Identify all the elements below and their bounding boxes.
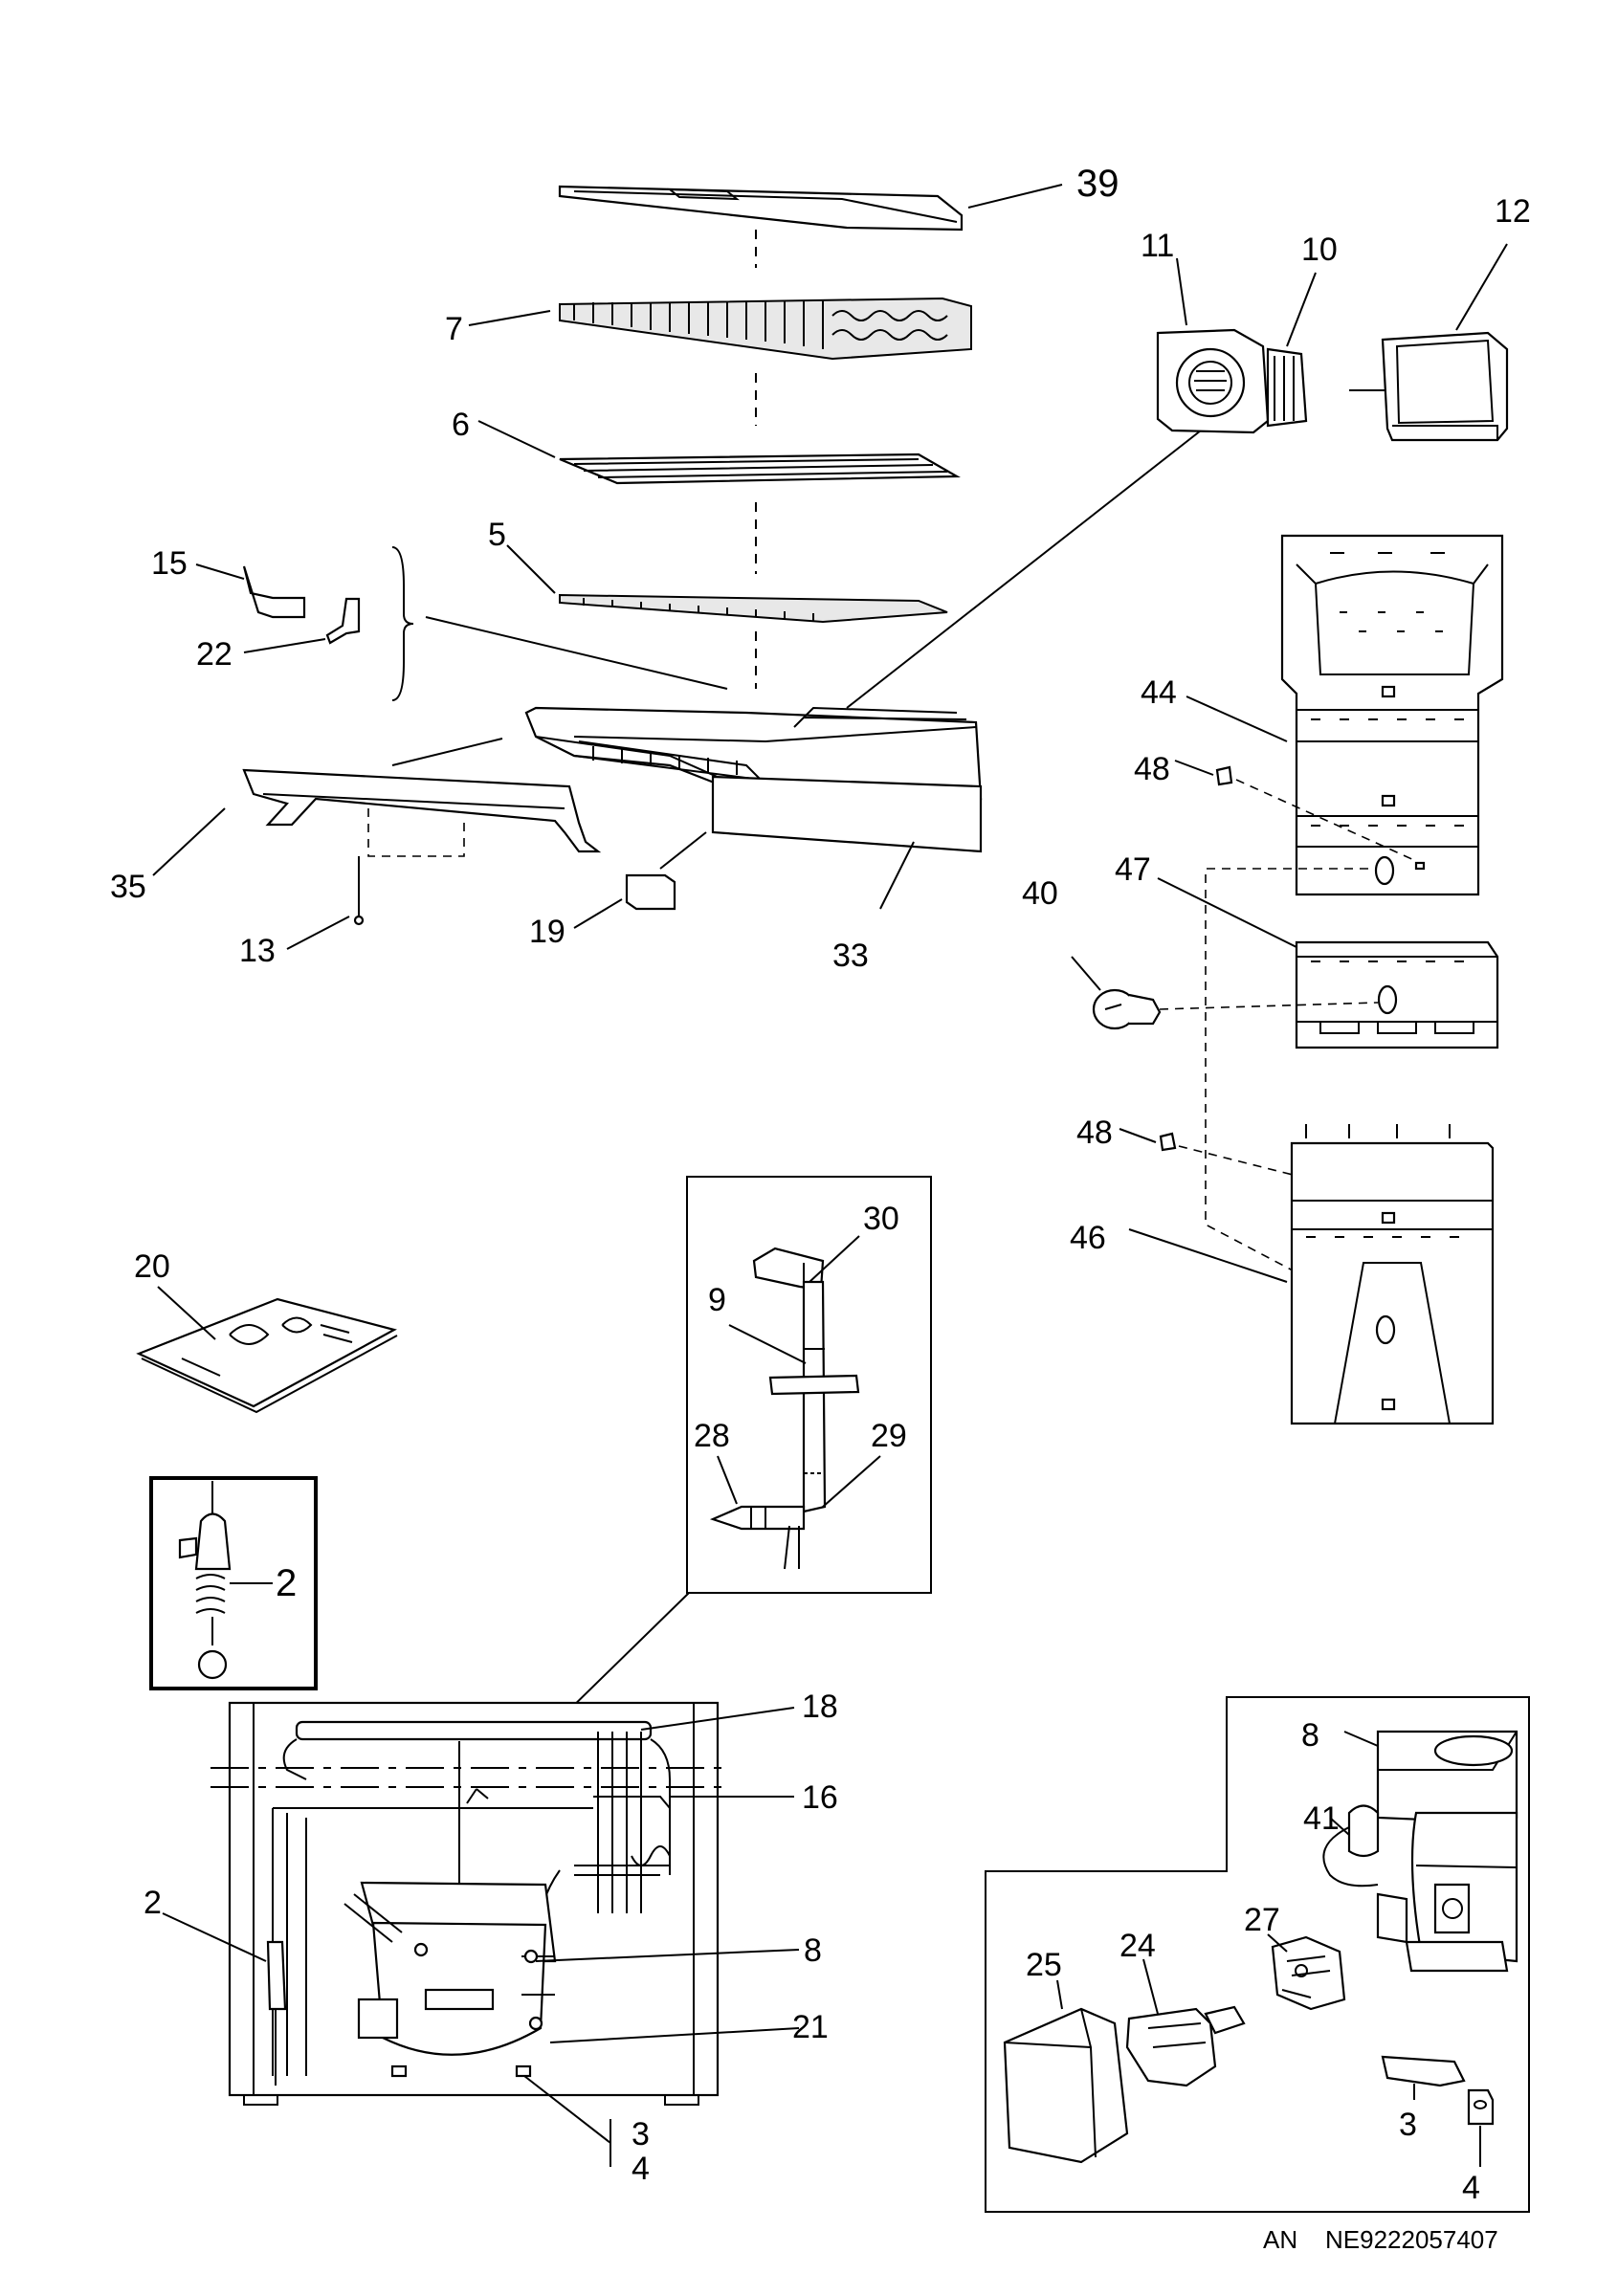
part-10-fan-motor [1266,272,1317,428]
part-13-screw [286,856,365,950]
footer-code: AN NE9222057407 [1263,2225,1498,2254]
callout-15: 15 [151,545,188,582]
callout-41: 41 [1303,1800,1340,1837]
inset-compressor-parts [985,1696,1530,2213]
callout-2: 2 [144,1885,162,1921]
callout-21: 21 [792,2009,829,2045]
part-33-panel [711,775,983,910]
callout-19: 19 [529,914,565,950]
part-44-rear-panel [1186,534,1504,896]
callout-16: 16 [802,1779,838,1816]
callout-48-b: 48 [1076,1115,1113,1151]
callout-48-a: 48 [1134,751,1170,787]
callout-10: 10 [1301,232,1338,268]
callout-27: 27 [1244,1902,1280,1938]
callout-28: 28 [694,1418,730,1454]
part-11-fan-shroud [1156,257,1270,434]
callout-2-inset: 2 [276,1562,297,1604]
callout-44: 44 [1141,674,1177,711]
callout-46: 46 [1070,1220,1106,1256]
part-cabinet-rear [162,1701,800,2167]
callout-20: 20 [134,1248,170,1285]
callout-3-right: 3 [1399,2107,1417,2143]
callout-5: 5 [488,517,506,553]
callout-35: 35 [110,869,146,905]
callout-8: 8 [804,1932,822,1969]
part-6-wire-rack [477,420,961,485]
callout-3: 3 [632,2116,650,2152]
callout-22: 22 [196,636,233,673]
callout-18: 18 [802,1689,838,1725]
callout-30: 30 [863,1201,899,1237]
part-15-clip [195,563,306,619]
part-12-fan-bracket [1381,243,1509,442]
part-48-clip-a [1174,760,1233,786]
part-20-manual [136,1286,398,1414]
group-bracket [391,546,414,701]
part-48-clip-b [1119,1128,1177,1152]
callout-33: 33 [832,938,869,974]
callout-6: 6 [452,407,470,443]
callout-4: 4 [632,2151,650,2187]
inset-drier-assembly [686,1176,932,1594]
callout-47: 47 [1115,851,1151,888]
part-7-evaporator [468,297,972,361]
callout-29: 29 [871,1418,907,1454]
callout-39: 39 [1076,163,1119,205]
callout-11: 11 [1141,228,1174,264]
part-19-block [573,831,707,929]
callout-24: 24 [1119,1928,1156,1964]
callout-9: 9 [708,1282,726,1318]
part-22-bracket [243,597,361,653]
callout-13: 13 [239,933,276,969]
part-39-top-cover [558,184,1063,232]
part-47-panel [1157,877,1499,1049]
part-35-rail [152,768,602,876]
part-40-knob [1071,956,1162,1030]
callout-40: 40 [1022,875,1058,912]
part-46-lower-panel [1128,1124,1495,1425]
callout-25: 25 [1026,1947,1062,1983]
part-fan-housing [524,706,983,801]
callout-12: 12 [1495,193,1531,230]
callout-4-right: 4 [1462,2170,1480,2206]
callout-8-right: 8 [1301,1717,1319,1754]
inset-part-2 [149,1476,318,1690]
callout-7: 7 [445,311,463,347]
part-5-plate [506,544,948,624]
